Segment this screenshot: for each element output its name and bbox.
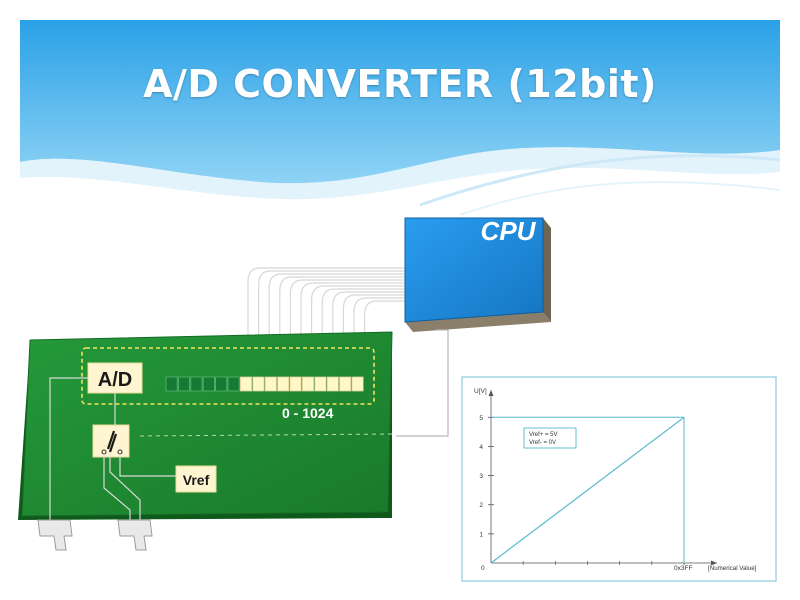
- vref-box: Vref: [175, 465, 217, 493]
- transfer-chart: 1 2 3 4 5 0 0x3FF U[V] [Numerical Value] Vref+ = …: [461, 376, 777, 582]
- dashed-signal-line: [139, 433, 396, 437]
- register-cell: [165, 376, 178, 392]
- annotation-box: [523, 427, 577, 449]
- cpu-label: CPU: [481, 216, 537, 246]
- register-cell: [177, 376, 190, 392]
- register-cell: [314, 376, 327, 392]
- input-switch-box: [92, 424, 130, 458]
- annotation-text: Vref+ = 5V: [529, 432, 557, 438]
- register-cell: [326, 376, 339, 392]
- vref-label: Vref: [183, 472, 210, 488]
- register-cell: [289, 376, 302, 392]
- range-label: 0 - 1024: [282, 405, 334, 421]
- chart-frame: [461, 376, 777, 582]
- bus-line: [300, 282, 405, 377]
- y-axis-arrow: [488, 390, 494, 396]
- register-cell: [264, 376, 277, 392]
- cpu-to-chart-wire: [396, 329, 449, 437]
- register-cell: [301, 376, 314, 392]
- bus-line: [279, 276, 405, 377]
- bus-line: [289, 279, 405, 377]
- board-wires: [49, 377, 176, 524]
- register-cell: [277, 376, 290, 392]
- y-tick-label: 4: [479, 444, 483, 451]
- bus-line: [342, 294, 405, 377]
- register-cell: [215, 376, 228, 392]
- x-tick-label: 0x3FF: [674, 565, 692, 572]
- register-cell: [252, 376, 265, 392]
- bus-line: [247, 267, 405, 377]
- bus-line: [268, 273, 405, 377]
- header-banner: [20, 20, 781, 216]
- slide-title: A/D CONVERTER (12bit): [143, 62, 657, 106]
- x-axis-label: [Numerical Value]: [708, 565, 757, 572]
- adc-dashed-frame: [81, 347, 375, 405]
- bus-line: [321, 288, 405, 377]
- y-tick-label: 3: [479, 473, 483, 480]
- adc-box: A/D: [87, 362, 143, 394]
- connector-left: [37, 519, 73, 551]
- y-tick-label: 2: [479, 502, 483, 509]
- data-bus-lines: [247, 267, 405, 377]
- register-cell: [339, 376, 352, 392]
- register-cells: [165, 376, 364, 392]
- y-axis-label: U[V]: [474, 388, 487, 395]
- bus-line: [258, 270, 405, 377]
- circuit-board: A/D 0 - 1024 Vref: [18, 331, 396, 524]
- annotation-text: Vref- = 0V: [529, 440, 556, 446]
- bus-line: [332, 291, 405, 377]
- bus-line: [311, 285, 405, 377]
- y-tick-label: 5: [479, 415, 483, 422]
- vref-annotation: Vref+ = 5V Vref- = 0V: [523, 427, 577, 449]
- transfer-series-line: [490, 416, 685, 564]
- y-tick-label: 1: [479, 531, 483, 538]
- bus-line: [364, 300, 405, 377]
- register-cell: [202, 376, 215, 392]
- register-cell: [227, 376, 240, 392]
- bus-line: [353, 297, 405, 377]
- register-cell: [239, 376, 252, 392]
- x-tick-label: 0: [481, 565, 485, 572]
- adc-label: A/D: [98, 369, 132, 391]
- register-cell: [190, 376, 203, 392]
- x-axis-arrow: [711, 560, 717, 566]
- cpu-chip: CPU: [404, 216, 551, 332]
- connector-right: [117, 519, 153, 551]
- input-connectors: [37, 519, 153, 551]
- register-cell: [351, 376, 364, 392]
- switch-icon: [106, 430, 118, 453]
